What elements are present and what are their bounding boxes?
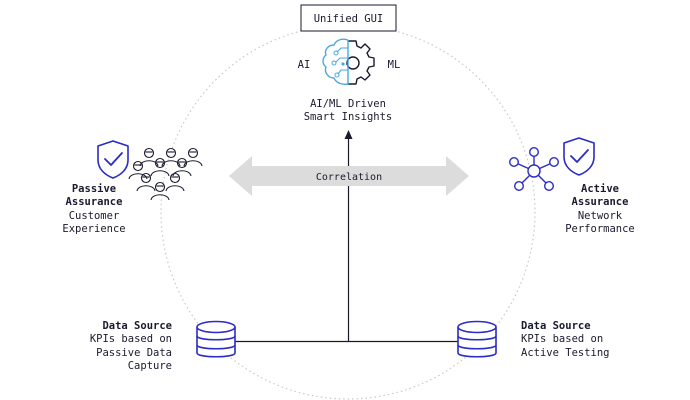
passive-sub-2: Experience bbox=[62, 223, 125, 235]
active-title-2: Assurance bbox=[572, 196, 629, 208]
source-right-line-2: Active Testing bbox=[521, 347, 610, 359]
passive-sub-1: Customer bbox=[69, 210, 120, 222]
source-left-line-3: Capture bbox=[128, 360, 172, 372]
people-group-icon bbox=[128, 147, 203, 201]
active-title-1: Active bbox=[581, 183, 619, 195]
passive-title-2: Assurance bbox=[66, 196, 123, 208]
unified-gui-box: Unified GUI bbox=[300, 4, 397, 32]
vertical-arrow bbox=[344, 130, 353, 342]
shield-check-icon bbox=[97, 140, 129, 179]
source-left-title: Data Source bbox=[102, 320, 172, 332]
source-left-line-2: Passive Data bbox=[96, 347, 172, 359]
insights-line-2: Smart Insights bbox=[304, 111, 393, 123]
ml-label: ML bbox=[388, 59, 401, 71]
insights-line-1: AI/ML Driven bbox=[310, 98, 386, 110]
active-sub-1: Network bbox=[578, 210, 623, 222]
source-right-title: Data Source bbox=[521, 320, 591, 332]
active-sub-2: Performance bbox=[565, 223, 635, 235]
database-icon bbox=[457, 320, 497, 358]
ai-label: AI bbox=[298, 59, 311, 71]
correlation-label: Correlation bbox=[316, 172, 382, 183]
dotted-ring bbox=[160, 24, 536, 400]
passive-title-1: Passive bbox=[72, 183, 116, 195]
source-right-line-1: KPIs based on bbox=[521, 333, 603, 345]
database-icon bbox=[196, 320, 236, 358]
shield-check-icon bbox=[563, 137, 595, 176]
source-left-line-1: KPIs based on bbox=[90, 333, 172, 345]
unified-gui-label: Unified GUI bbox=[314, 13, 384, 25]
correlation-arrow: Correlation bbox=[229, 156, 469, 196]
network-node-icon bbox=[509, 146, 560, 191]
brain-gear-icon bbox=[322, 38, 375, 85]
